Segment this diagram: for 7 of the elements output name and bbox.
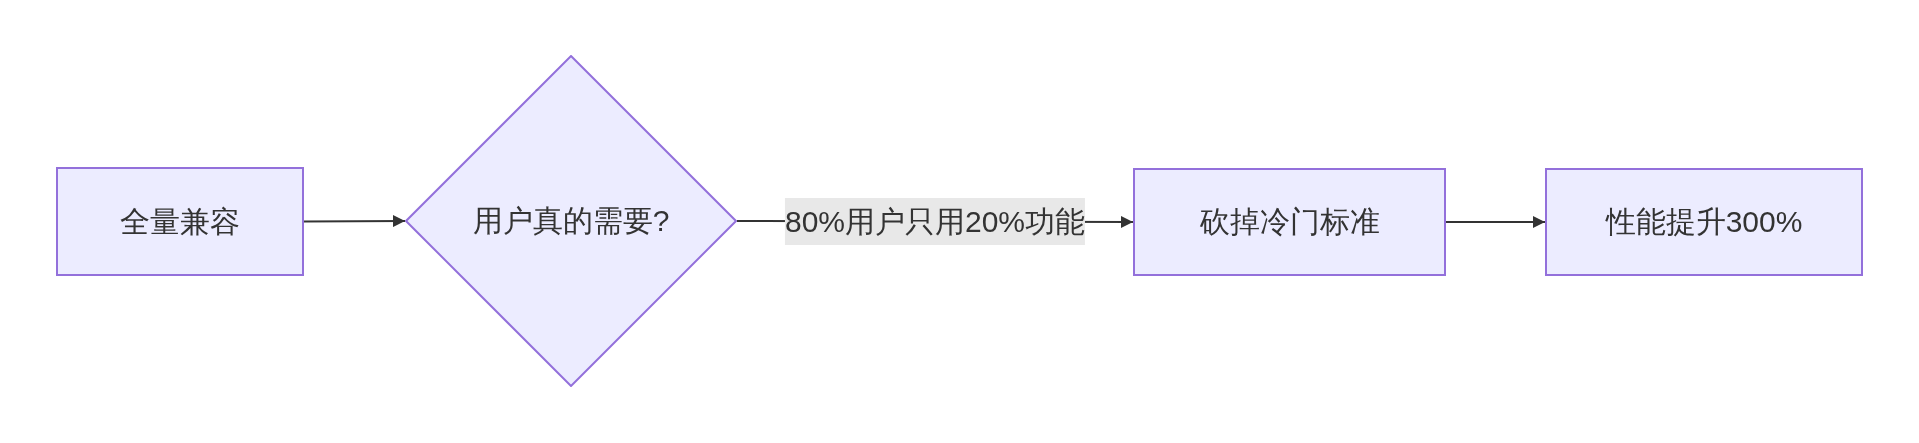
arrow	[303, 215, 406, 228]
process-box: 性能提升300%	[1545, 168, 1863, 276]
arrow	[1445, 216, 1546, 228]
process-box: 砍掉冷门标准	[1133, 168, 1446, 276]
edge-label: 80%用户只用20%功能	[784, 197, 1086, 245]
process-box: 全量兼容	[56, 167, 304, 276]
decision-diamond: 用户真的需要?	[405, 55, 737, 387]
